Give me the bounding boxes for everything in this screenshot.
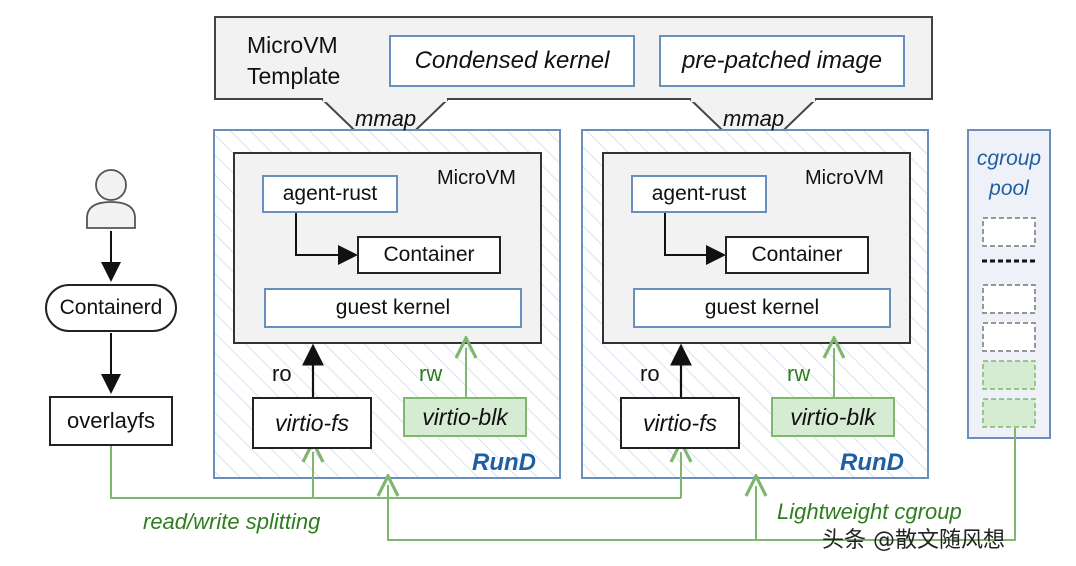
virtio-fs-box-2: virtio-fs [620, 397, 740, 449]
condensed-kernel-box: Condensed kernel [389, 35, 635, 87]
virtio-fs-box-1: virtio-fs [252, 397, 372, 449]
containerd-shape [45, 284, 177, 332]
container-box-2: Container [725, 236, 869, 274]
template-title-line1: MicroVM [247, 32, 338, 58]
microvm-label-1: MicroVM [437, 167, 516, 189]
overlayfs-box: overlayfs [49, 396, 173, 446]
cgroup-pool-label-line1: cgroup [976, 147, 1042, 170]
user-icon [86, 169, 136, 229]
agent-rust-box-1: agent-rust [262, 175, 398, 213]
microvm-label-2: MicroVM [805, 167, 884, 189]
virtio-blk-box-2: virtio-blk [771, 397, 895, 437]
ro-label-2: ro [640, 361, 660, 386]
lightweight-cgroup-label: Lightweight cgroup [777, 499, 962, 524]
rw-label-2: rw [787, 361, 811, 386]
agent-rust-box-2: agent-rust [631, 175, 767, 213]
ro-label-1: ro [272, 361, 292, 386]
read-write-splitting-label: read/write splitting [143, 509, 321, 534]
virtio-blk-box-1: virtio-blk [403, 397, 527, 437]
mmap-label-2: mmap [723, 106, 785, 131]
rw-label-1: rw [419, 361, 443, 386]
pre-patched-image-box: pre-patched image [659, 35, 905, 87]
cgroup-pool-label-line2: pool [989, 177, 1029, 200]
template-title-line2: Template [247, 63, 341, 89]
container-box-1: Container [357, 236, 501, 274]
guest-kernel-box-2: guest kernel [633, 288, 891, 328]
guest-kernel-box-1: guest kernel [264, 288, 522, 328]
watermark-text: 头条 @散文随风想 [822, 528, 1005, 553]
rund-label-1: RunD [472, 449, 536, 476]
rund-label-2: RunD [840, 449, 904, 476]
mmap-label-1: mmap [355, 106, 417, 131]
containerd-label: Containerd [59, 296, 163, 319]
